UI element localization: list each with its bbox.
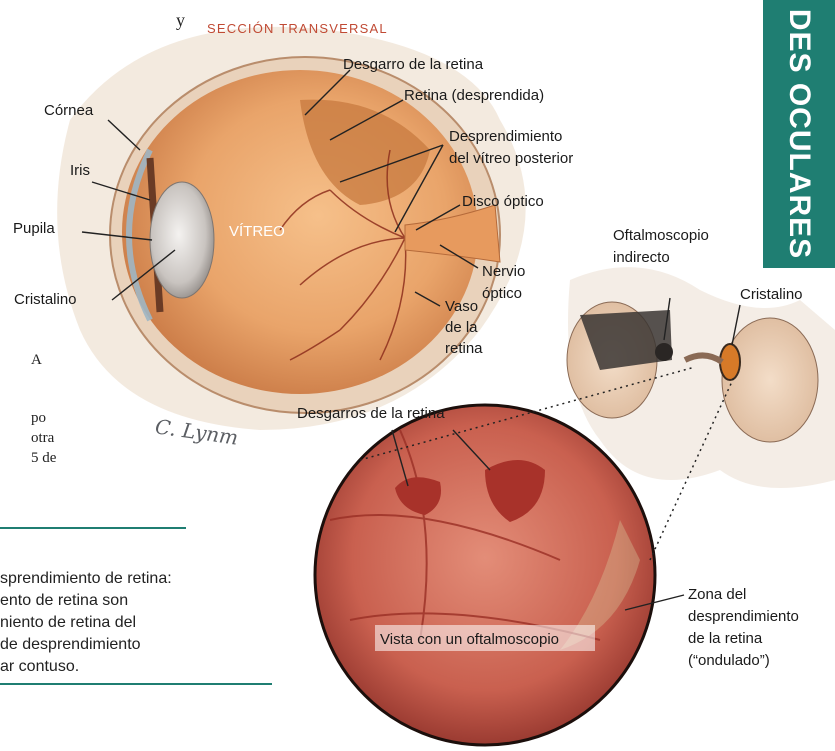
body-line-5: ar contuso. — [0, 656, 79, 677]
label-optic-nerve-line1: Nervio — [482, 262, 525, 281]
stray-letter: y — [176, 10, 185, 31]
label-zone-line4: (“ondulado”) — [688, 651, 770, 670]
body-line-3: niento de retina del — [0, 612, 136, 633]
label-vessel-line3: retina — [445, 339, 483, 358]
label-detached-retina: Retina (desprendida) — [404, 86, 544, 105]
label-optic-nerve-line2: óptico — [482, 284, 522, 303]
label-vessel-line2: de la — [445, 318, 478, 337]
label-pvd-line1: Desprendimiento — [449, 127, 562, 146]
text-fragment-otra: otra — [31, 430, 54, 447]
label-optic-disc: Disco óptico — [462, 192, 544, 211]
label-zone-line2: desprendimiento — [688, 607, 799, 626]
fundus-view — [315, 405, 655, 745]
side-banner: DES OCULARES — [763, 0, 835, 268]
label-pvd-line2: del vítreo posterior — [449, 149, 573, 168]
section-title: SECCIÓN TRANSVERSAL — [207, 21, 388, 36]
label-zone-line1: Zona del — [688, 585, 746, 604]
label-lens: Cristalino — [14, 290, 77, 309]
label-iris: Iris — [70, 161, 90, 180]
label-ophthalmoscope-line1: Oftalmoscopio — [613, 226, 709, 245]
label-exam-lens: Cristalino — [740, 285, 803, 304]
text-fragment-po: po — [31, 410, 46, 427]
fundus-view-caption: Vista con un oftalmoscopio — [380, 630, 559, 649]
text-fragment-de: 5 de — [31, 450, 56, 467]
label-vessel-line1: Vaso — [445, 297, 478, 316]
label-ophthalmoscope-line2: indirecto — [613, 248, 670, 267]
label-zone-line3: de la retina — [688, 629, 762, 648]
divider-top — [0, 527, 186, 529]
label-vitreous: VÍTREO — [229, 222, 285, 241]
body-line-4: de desprendimiento — [0, 634, 141, 655]
divider-bottom — [0, 683, 272, 685]
label-cornea: Córnea — [44, 101, 93, 120]
label-retinal-tears: Desgarros de la retina — [297, 404, 445, 423]
label-retinal-tear: Desgarro de la retina — [343, 55, 483, 74]
banner-text: DES OCULARES — [782, 9, 816, 259]
text-fragment-a: A — [31, 352, 42, 369]
body-line-1: sprendimiento de retina: — [0, 568, 172, 589]
body-line-2: ento de retina son — [0, 590, 128, 611]
label-pupil: Pupila — [13, 219, 55, 238]
